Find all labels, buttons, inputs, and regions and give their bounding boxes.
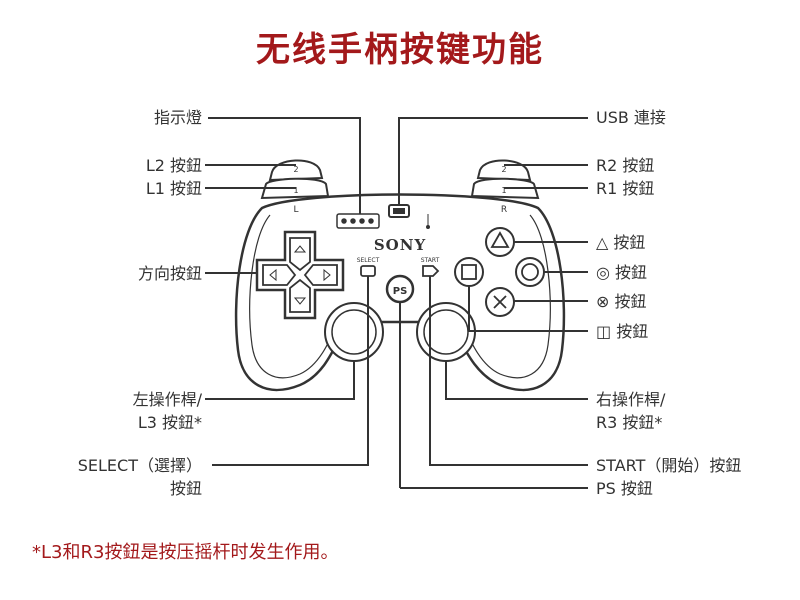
- label-left-stick: 左操作桿/ L3 按鈕*: [133, 388, 202, 434]
- svg-text:1: 1: [293, 186, 298, 195]
- l2-button[interactable]: 2: [268, 159, 324, 182]
- label-left-stick-line2: L3 按鈕*: [137, 413, 202, 432]
- select-text: SELECT: [357, 257, 380, 264]
- label-left-stick-line1: 左操作桿/: [132, 390, 202, 409]
- square-button[interactable]: [454, 257, 484, 287]
- dpad[interactable]: [255, 230, 345, 320]
- leader-lines: [205, 117, 588, 489]
- svg-text:1: 1: [501, 186, 506, 195]
- left-stick[interactable]: [324, 302, 384, 362]
- r-label: R: [501, 205, 507, 215]
- dpad-arrows: [269, 245, 331, 305]
- label-select-line2: 按鈕: [169, 479, 202, 498]
- triangle-button[interactable]: [485, 227, 515, 257]
- start-button[interactable]: [422, 265, 440, 277]
- label-usb: USB 連接: [596, 108, 666, 127]
- usb-port: [388, 204, 410, 218]
- label-start: START（開始）按鈕: [596, 456, 742, 475]
- r2-button[interactable]: 2: [476, 159, 532, 182]
- label-ps: PS 按鈕: [596, 479, 653, 498]
- controller-body: [234, 193, 566, 392]
- label-l2: L2 按鈕: [145, 156, 202, 175]
- svg-text:PS: PS: [393, 286, 408, 297]
- indicator-lights: [336, 213, 380, 229]
- label-square: ◫ 按鈕: [596, 322, 649, 341]
- label-r2: R2 按鈕: [596, 156, 655, 175]
- svg-text:2: 2: [501, 165, 506, 174]
- label-l1: L1 按鈕: [145, 179, 202, 198]
- label-right-stick-line2: R3 按鈕*: [596, 413, 663, 432]
- label-r1: R1 按鈕: [596, 179, 655, 198]
- label-circle: ◎ 按鈕: [596, 263, 648, 282]
- svg-text:2: 2: [293, 165, 298, 174]
- l-label: L: [293, 205, 298, 215]
- label-right-stick: 右操作桿/ R3 按鈕*: [596, 388, 665, 434]
- label-dpad: 方向按鈕: [137, 264, 202, 283]
- ps-button[interactable]: PS: [385, 274, 415, 304]
- label-indicator: 指示燈: [153, 108, 202, 127]
- label-select: SELECT（選擇） 按鈕: [78, 454, 202, 500]
- page-title: 无线手柄按键功能: [256, 30, 544, 70]
- right-stick[interactable]: [416, 302, 476, 362]
- select-button[interactable]: [360, 265, 376, 277]
- footnote: *L3和R3按鈕是按压摇杆时发生作用。: [32, 542, 339, 563]
- label-triangle: △ 按鈕: [596, 233, 646, 252]
- circle-button[interactable]: [515, 257, 545, 287]
- cross-button[interactable]: [485, 287, 515, 317]
- label-cross: ⊗ 按鈕: [596, 292, 647, 311]
- label-right-stick-line1: 右操作桿/: [596, 390, 666, 409]
- usb-icon: [426, 214, 430, 229]
- sony-logo: SONY: [374, 236, 426, 254]
- label-select-line1: SELECT（選擇）: [77, 456, 202, 475]
- start-text: START: [421, 257, 440, 264]
